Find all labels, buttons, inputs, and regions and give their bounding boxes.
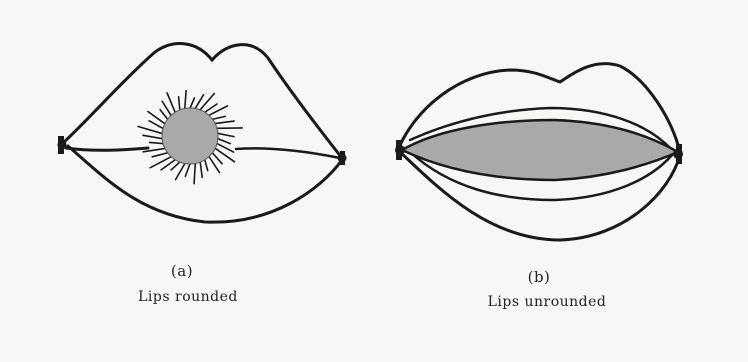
mouth-corner-right-tab [340, 151, 345, 165]
mouth-corner-left-tab [396, 140, 402, 160]
wrinkle-stroke [143, 135, 163, 139]
panel-label-a: (a) [22, 262, 342, 280]
wrinkle-stroke [190, 98, 195, 109]
lips-rounded-drawing [40, 0, 360, 362]
caption-lips-rounded: Lips rounded [28, 289, 348, 305]
spread-lip-opening [402, 120, 678, 180]
wrinkle-stroke [152, 153, 169, 157]
wrinkle-stroke [194, 163, 195, 184]
figure-lips-rounded: (a) Lips rounded [40, 0, 360, 362]
wrinkle-stroke [185, 91, 186, 110]
wrinkle-stroke [214, 121, 234, 124]
wrinkle-stroke [160, 110, 168, 120]
caption-lips-unrounded: Lips unrounded [382, 294, 712, 310]
wrinkle-stroke [150, 142, 165, 143]
mouth-corner-left-tab [58, 136, 64, 154]
wrinkle-stroke [200, 161, 202, 177]
panel-label-b: (b) [374, 268, 704, 286]
wrinkle-stroke [138, 127, 163, 134]
inner-lip-line-right [236, 148, 340, 158]
wrinkle-stroke [211, 116, 225, 119]
wrinkle-stroke [214, 148, 234, 162]
inner-lip-line-left [66, 148, 148, 150]
wrinkle-stroke [179, 97, 180, 111]
wrinkle-stroke [217, 138, 230, 143]
mouth-corner-right-tab [676, 144, 682, 164]
wrinkle-stroke [185, 163, 190, 176]
figure-lips-unrounded: (b) Lips unrounded [380, 0, 710, 362]
wrinkle-stroke [217, 133, 234, 136]
wrinkle-stroke [150, 156, 172, 168]
rounded-lip-opening [162, 108, 218, 164]
wrinkle-stroke [205, 159, 208, 171]
